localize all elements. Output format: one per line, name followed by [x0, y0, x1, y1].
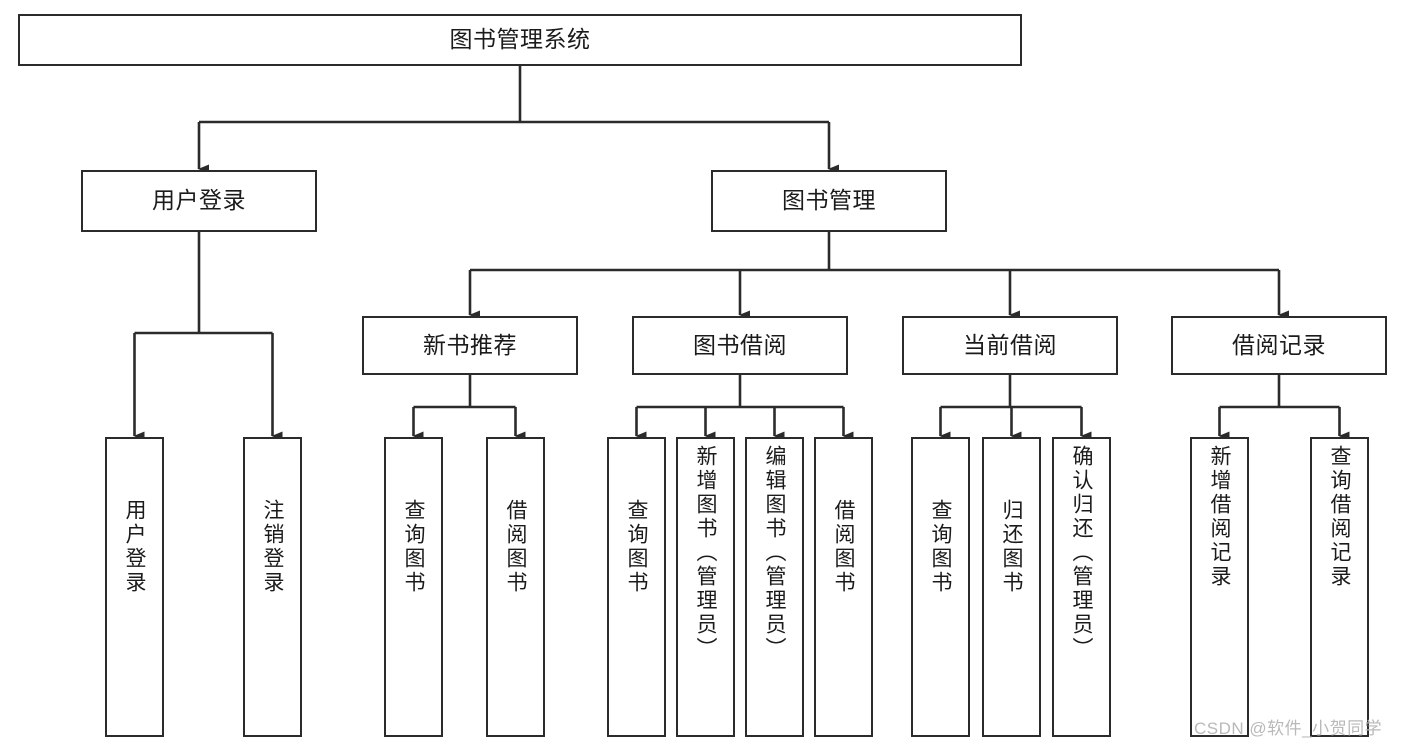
node-leaf-rec-borrow[interactable]: 借阅图书 [486, 437, 545, 737]
node-label: 用户登录 [123, 499, 146, 595]
node-label: 新增图书（管理员） [694, 445, 717, 661]
node-label: 编辑图书（管理员） [763, 445, 786, 661]
node-leaf-rec-add[interactable]: 新增借阅记录 [1190, 437, 1249, 737]
node-label: 查询借阅记录 [1328, 445, 1351, 589]
node-label: 归还图书 [1000, 499, 1023, 595]
node-leaf-borrow-edit[interactable]: 编辑图书（管理员） [745, 437, 804, 737]
node-label: 新增借阅记录 [1208, 445, 1231, 589]
node-root[interactable]: 图书管理系统 [18, 14, 1022, 66]
node-leaf-cur-return[interactable]: 归还图书 [982, 437, 1041, 737]
node-leaf-borrow-add[interactable]: 新增图书（管理员） [676, 437, 735, 737]
node-leaf-borrow-lend[interactable]: 借阅图书 [814, 437, 873, 737]
node-label: 图书管理系统 [449, 26, 591, 53]
node-borrow-record[interactable]: 借阅记录 [1171, 316, 1387, 375]
connector-group [133, 66, 1350, 441]
node-leaf-rec-query[interactable]: 查询图书 [384, 437, 443, 737]
node-label: 确认归还（管理员） [1070, 445, 1093, 661]
node-book-borrow[interactable]: 图书借阅 [632, 316, 848, 375]
node-label: 查询图书 [929, 499, 952, 595]
node-label: 图书借阅 [693, 331, 787, 358]
node-book-manage[interactable]: 图书管理 [711, 170, 947, 232]
node-leaf-cur-query[interactable]: 查询图书 [911, 437, 970, 737]
node-user-login[interactable]: 用户登录 [81, 170, 317, 232]
node-label: 借阅图书 [504, 499, 527, 595]
node-label: 查询图书 [625, 499, 648, 595]
node-label: 查询图书 [402, 499, 425, 595]
node-label: 新书推荐 [423, 331, 517, 358]
node-leaf-rec-query2[interactable]: 查询借阅记录 [1310, 437, 1369, 737]
node-new-book-rec[interactable]: 新书推荐 [362, 316, 578, 375]
node-label: 注销登录 [261, 499, 284, 595]
node-label: 借阅记录 [1232, 331, 1326, 358]
node-label: 用户登录 [152, 187, 246, 214]
node-current-borrow[interactable]: 当前借阅 [902, 316, 1118, 375]
node-label: 当前借阅 [963, 331, 1057, 358]
node-label: 图书管理 [782, 187, 876, 214]
node-label: 借阅图书 [832, 499, 855, 595]
node-leaf-cur-confirm[interactable]: 确认归还（管理员） [1052, 437, 1111, 737]
node-leaf-user-login[interactable]: 用户登录 [105, 437, 164, 737]
node-leaf-borrow-query[interactable]: 查询图书 [607, 437, 666, 737]
node-leaf-user-logout[interactable]: 注销登录 [243, 437, 302, 737]
